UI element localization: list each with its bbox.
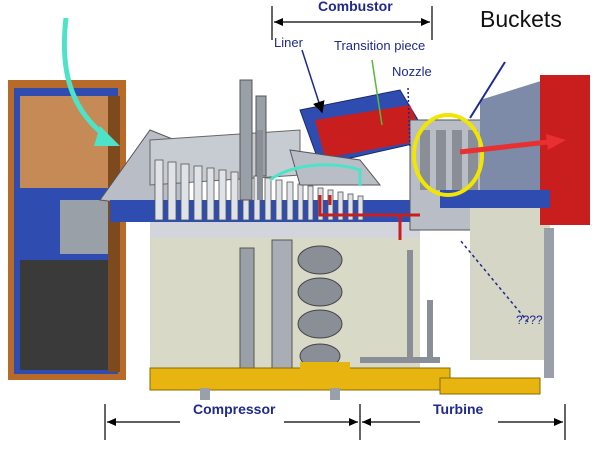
- turbine-label: Turbine: [433, 401, 484, 417]
- nozzle-label: Nozzle: [392, 64, 432, 79]
- external-piping: [257, 130, 440, 363]
- buckets-highlight-circle: [412, 113, 484, 197]
- inlet-airflow-arrow: [61, 17, 120, 146]
- annotation-pointers: [301, 49, 529, 323]
- rotor-flow-lines: [318, 195, 420, 240]
- base-frame: [149, 362, 541, 400]
- buckets-label: Buckets: [480, 6, 562, 32]
- compressor-label: Compressor: [193, 401, 276, 417]
- bottom-dimension-lines: [104, 404, 566, 440]
- turbine-casing: [440, 190, 550, 208]
- combustor-label: Combustor: [318, 0, 393, 14]
- hot-gas-arrow: [459, 134, 566, 155]
- compressor-lower-structure: [150, 238, 420, 371]
- liner-label: Liner: [274, 35, 303, 50]
- inlet-housing: [8, 80, 126, 380]
- transition-piece-label: Transition piece: [334, 38, 426, 53]
- combustor-dimension-line: [271, 6, 433, 40]
- unknown-label: ????: [516, 313, 543, 327]
- combustor-assembly: [239, 79, 431, 201]
- air-flow-curve: [269, 163, 362, 186]
